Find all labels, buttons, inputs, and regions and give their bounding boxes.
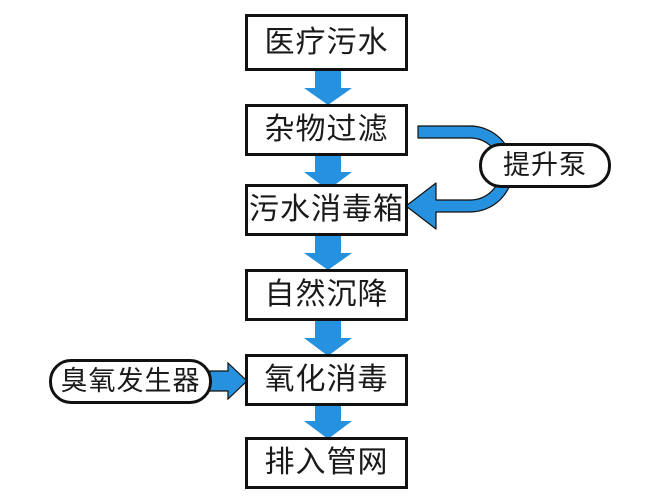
- arrow-oxidation-disinfection-to-discharge: [304, 405, 352, 439]
- node-lift-pump-label: 提升泵: [503, 150, 587, 181]
- arrow-ozone-generator-to-oxidation-disinfection: [209, 361, 248, 401]
- node-ozone-generator-label: 臭氧发生器: [60, 366, 201, 397]
- arrow-medical-wastewater-to-debris-filter: [304, 71, 352, 105]
- node-debris-filter-label: 杂物过滤: [264, 112, 389, 147]
- node-oxidation-disinfection[interactable]: 氧化消毒: [245, 354, 408, 406]
- node-medical-wastewater[interactable]: 医疗污水: [245, 14, 408, 71]
- node-debris-filter[interactable]: 杂物过滤: [245, 104, 408, 156]
- node-lift-pump[interactable]: 提升泵: [479, 143, 611, 188]
- node-ozone-generator[interactable]: 臭氧发生器: [49, 359, 212, 404]
- node-disinfection-tank[interactable]: 污水消毒箱: [245, 184, 408, 236]
- node-natural-settling[interactable]: 自然沉降: [245, 269, 408, 321]
- node-oxidation-disinfection-label: 氧化消毒: [264, 362, 389, 397]
- node-medical-wastewater-label: 医疗污水: [264, 24, 389, 60]
- arrow-disinfection-tank-to-natural-settling: [304, 236, 352, 270]
- node-discharge-pipe-network[interactable]: 排入管网: [245, 437, 408, 489]
- node-natural-settling-label: 自然沉降: [264, 277, 389, 312]
- node-disinfection-tank-label: 污水消毒箱: [249, 192, 404, 227]
- node-discharge-pipe-network-label: 排入管网: [264, 445, 389, 480]
- arrow-natural-settling-to-oxidation-disinfection: [304, 321, 352, 356]
